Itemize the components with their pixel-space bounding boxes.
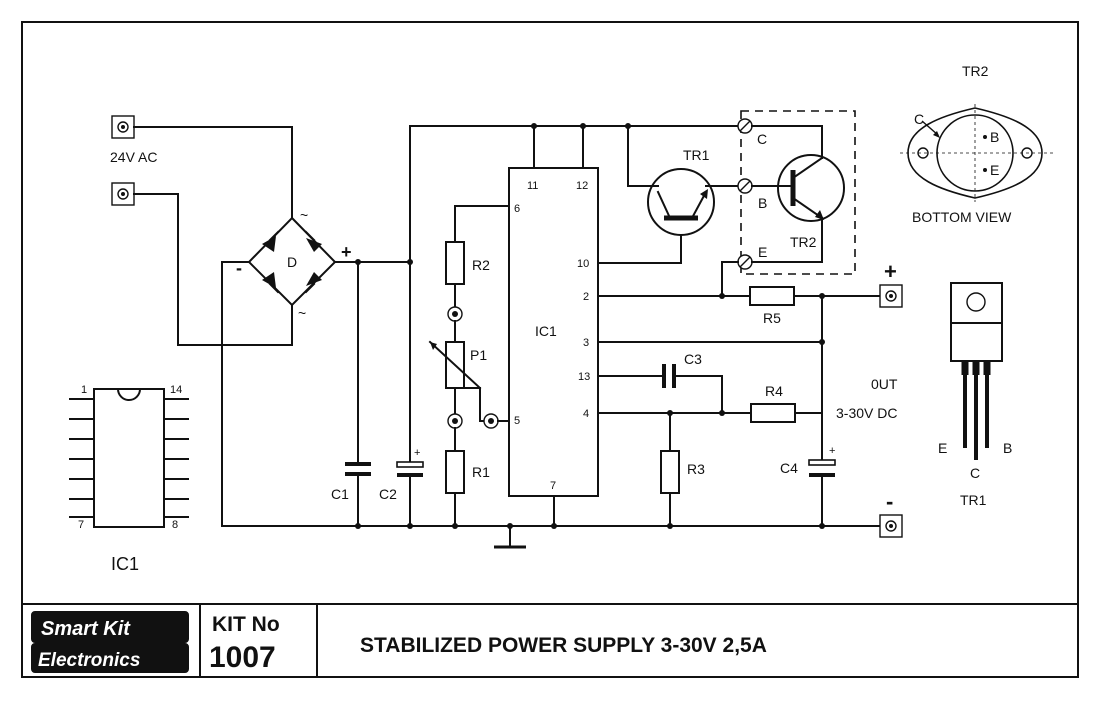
kit-title: STABILIZED POWER SUPPLY 3-30V 2,5A [360,634,767,657]
r5-label: R5 [763,310,781,326]
c1-label: C1 [331,486,349,502]
wire-ac-top [133,126,293,219]
tr1-package [950,282,1003,460]
tr1-label: TR1 [683,147,710,163]
r4-label: R4 [765,383,783,399]
output-minus-sign: - [886,489,893,514]
terminal-c [737,118,753,134]
ic-pin-10: 10 [577,258,589,270]
r4-body [750,403,796,423]
bridge-minus: - [236,258,242,278]
tr2-pinout-title: TR2 [962,63,989,79]
ic-pin-7: 7 [550,480,556,492]
wire-emitter-down [721,261,739,297]
r2-label: R2 [472,257,490,273]
ac-symbol-top: ~ [300,207,308,223]
ic-pinout-title: IC1 [111,554,139,574]
p1-label: P1 [470,347,487,363]
bridge-rectifier [247,216,337,307]
tr2-module-box [740,110,856,275]
c2-plate-top [396,461,424,468]
ic-pin-11: 11 [527,180,538,192]
output-terminal-minus [879,514,903,538]
ic-pinout-pin-14: 14 [170,384,182,396]
tr2-pinout-c: C [914,111,924,127]
wire-tr2-collector [751,125,823,159]
c2-label: C2 [379,486,397,502]
tr1-pinout-e: E [938,440,947,456]
tr2-pin-c-label: C [757,131,767,147]
tr2-pinout-e: E [990,162,999,178]
wire-c3-out [674,375,723,414]
output-plus-sign: + [884,259,897,284]
tr1-pinout-c: C [970,465,980,481]
tr2-bottom-view [900,104,1056,202]
ac-symbol-bottom: ~ [298,305,306,321]
output-label-1: 0UT [871,376,898,392]
output-label-2: 3-30V DC [836,405,897,421]
input-terminal-1 [111,115,135,139]
tr2-transistor [777,154,845,222]
ic-pinout-pin-8: 8 [172,519,178,531]
tr2-pin-b-label: B [758,195,767,211]
drawing-frame [21,21,1079,678]
ic-pin-12: 12 [576,180,588,192]
tr1-pinout-title: TR1 [960,492,987,508]
test-point-3 [483,413,499,429]
terminal-b [737,178,753,194]
tr2-pin-e-label: E [758,244,767,260]
ic1-pinout [69,388,189,528]
ic-pin-4: 4 [583,408,589,420]
tr2-bottom-view-label: BOTTOM VIEW [912,209,1012,225]
kit-label: KIT No [212,613,280,636]
p1-arrow [428,340,482,390]
ic-pin-6: 6 [514,203,520,215]
tr2-label: TR2 [790,234,817,250]
input-voltage-label: 24V AC [110,149,157,165]
r2-body [445,241,465,285]
wire-top-rail [409,125,743,263]
c4-plate-top [808,459,836,466]
c4-label: C4 [780,460,798,476]
ic-pin-3: 3 [583,337,589,349]
r3-body [660,450,680,494]
bridge-label: D [287,254,297,270]
tr2-pinout-b: B [990,129,999,145]
c2-polarity: + [414,447,420,459]
wire-tr1-base [597,234,682,264]
r3-label: R3 [687,461,705,477]
terminal-e [737,254,753,270]
test-point-1 [447,306,463,322]
output-terminal-plus [879,284,903,308]
bridge-plus: + [341,242,352,262]
input-terminal-2 [111,182,135,206]
logo-line-2: Electronics [38,650,140,671]
logo-line-1: Smart Kit [41,618,131,640]
smart-kit-logo: Smart Kit Electronics [31,611,189,673]
wire-p1-wiper [463,387,485,422]
ic-pinout-pin-1: 1 [81,384,87,396]
c3-label: C3 [684,351,702,367]
wire-pin6 [454,205,510,243]
test-point-2 [447,413,463,429]
c4-polarity: + [829,445,835,457]
wire-tr1-collector [627,125,659,187]
r1-label: R1 [472,464,490,480]
kit-number: 1007 [209,641,276,674]
ic-pinout-pin-7: 7 [78,519,84,531]
ic-pin-13: 13 [578,371,590,383]
wire-tr2-emitter [751,217,823,263]
tr1-pinout-b: B [1003,440,1012,456]
tr1-transistor [647,168,715,236]
ic-pin-2: 2 [583,291,589,303]
r1-body [445,450,465,494]
wire-ac-bottom [133,193,293,346]
wire-bridge-minus [221,261,250,527]
ic1-label: IC1 [535,323,557,339]
r5-body [749,286,795,306]
ic-pin-5: 5 [514,415,520,427]
